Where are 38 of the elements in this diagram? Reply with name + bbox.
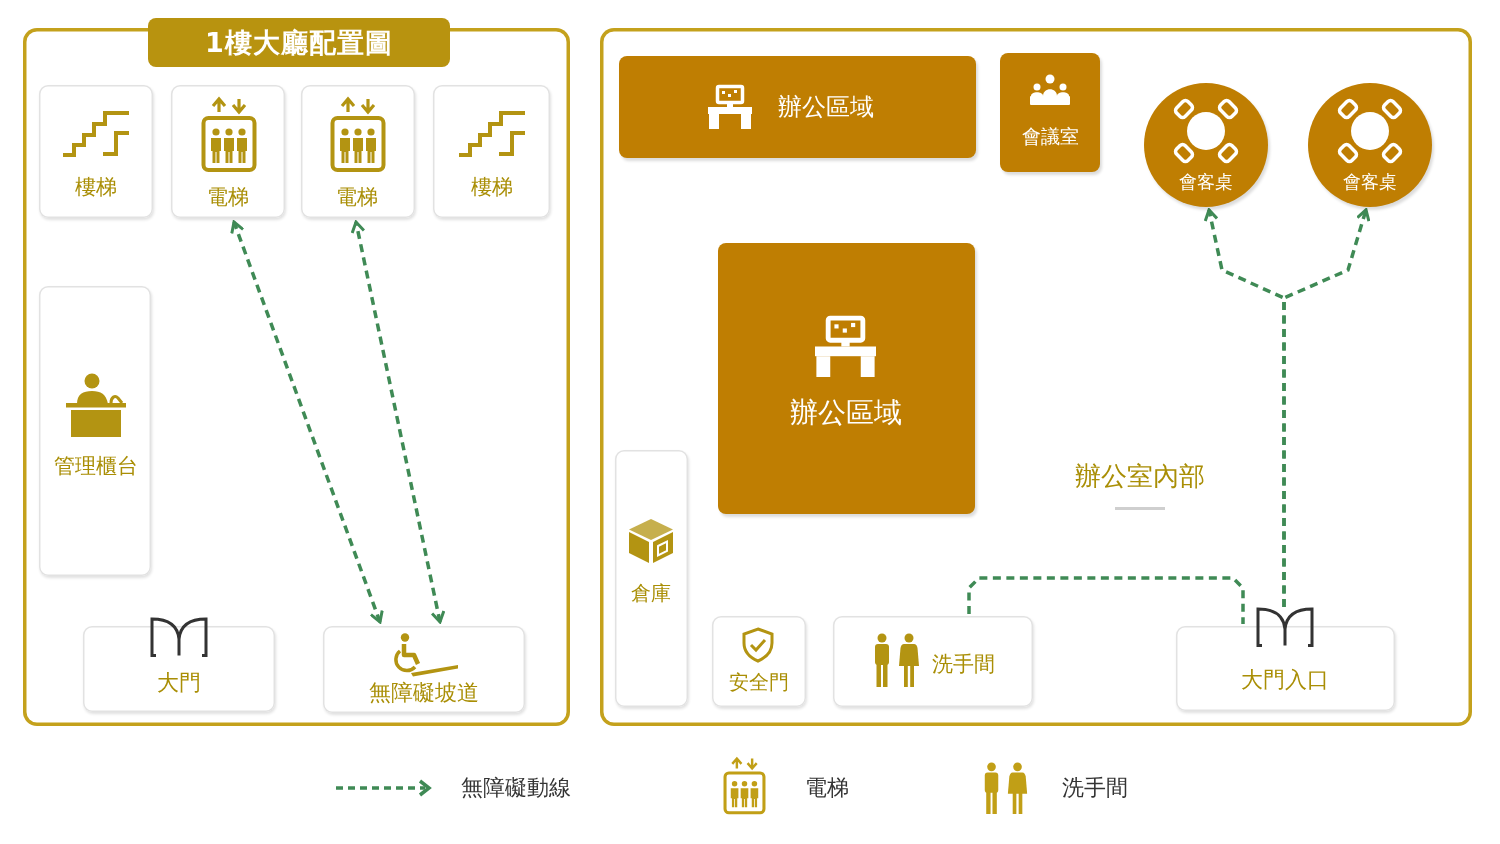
section-heading: 辦公室內部: [1075, 462, 1205, 492]
room-label: 會客桌: [1343, 171, 1397, 193]
floor-plan-panel: [600, 28, 1472, 726]
room-tile: [833, 616, 1033, 707]
arrow: [350, 220, 446, 624]
legend-label: 電梯: [805, 775, 849, 801]
area-block: [619, 56, 976, 158]
room-tile: [171, 85, 285, 218]
room-tile: [301, 85, 415, 218]
room-label: 洗手間: [932, 651, 995, 677]
room-label: 會議室: [1021, 126, 1079, 148]
arrow: [1282, 208, 1371, 607]
room-tile: [39, 286, 151, 576]
room-label: 大門: [157, 670, 201, 696]
panel-title: 1樓大廳配置圖: [148, 18, 450, 67]
room-label: 管理櫃台: [54, 453, 138, 479]
connector-line: [967, 576, 1245, 624]
room-label: 大門入口: [1241, 667, 1329, 693]
room-tile: [433, 85, 550, 218]
room-label: 會客桌: [1179, 171, 1233, 193]
arrow: [230, 220, 384, 624]
room-label: 倉庫: [631, 581, 671, 605]
room-label: 樓梯: [75, 174, 117, 200]
room-label: 安全門: [729, 670, 789, 694]
room-tile: [323, 626, 525, 713]
room-label: 樓梯: [471, 174, 513, 200]
room-label: 無障礙坡道: [369, 680, 479, 706]
room-label: 電梯: [207, 184, 249, 210]
room-tile: [39, 85, 153, 218]
area-block: [1000, 53, 1100, 172]
legend-label: 無障礙動線: [461, 775, 571, 801]
room-tile: [615, 450, 688, 707]
room-label: 辦公區域: [790, 396, 902, 430]
area-block: [718, 243, 975, 514]
room-label: 電梯: [336, 184, 378, 210]
room-tile: [712, 616, 806, 707]
room-label: 辦公區域: [778, 94, 874, 122]
legend-label: 洗手間: [1062, 775, 1128, 801]
